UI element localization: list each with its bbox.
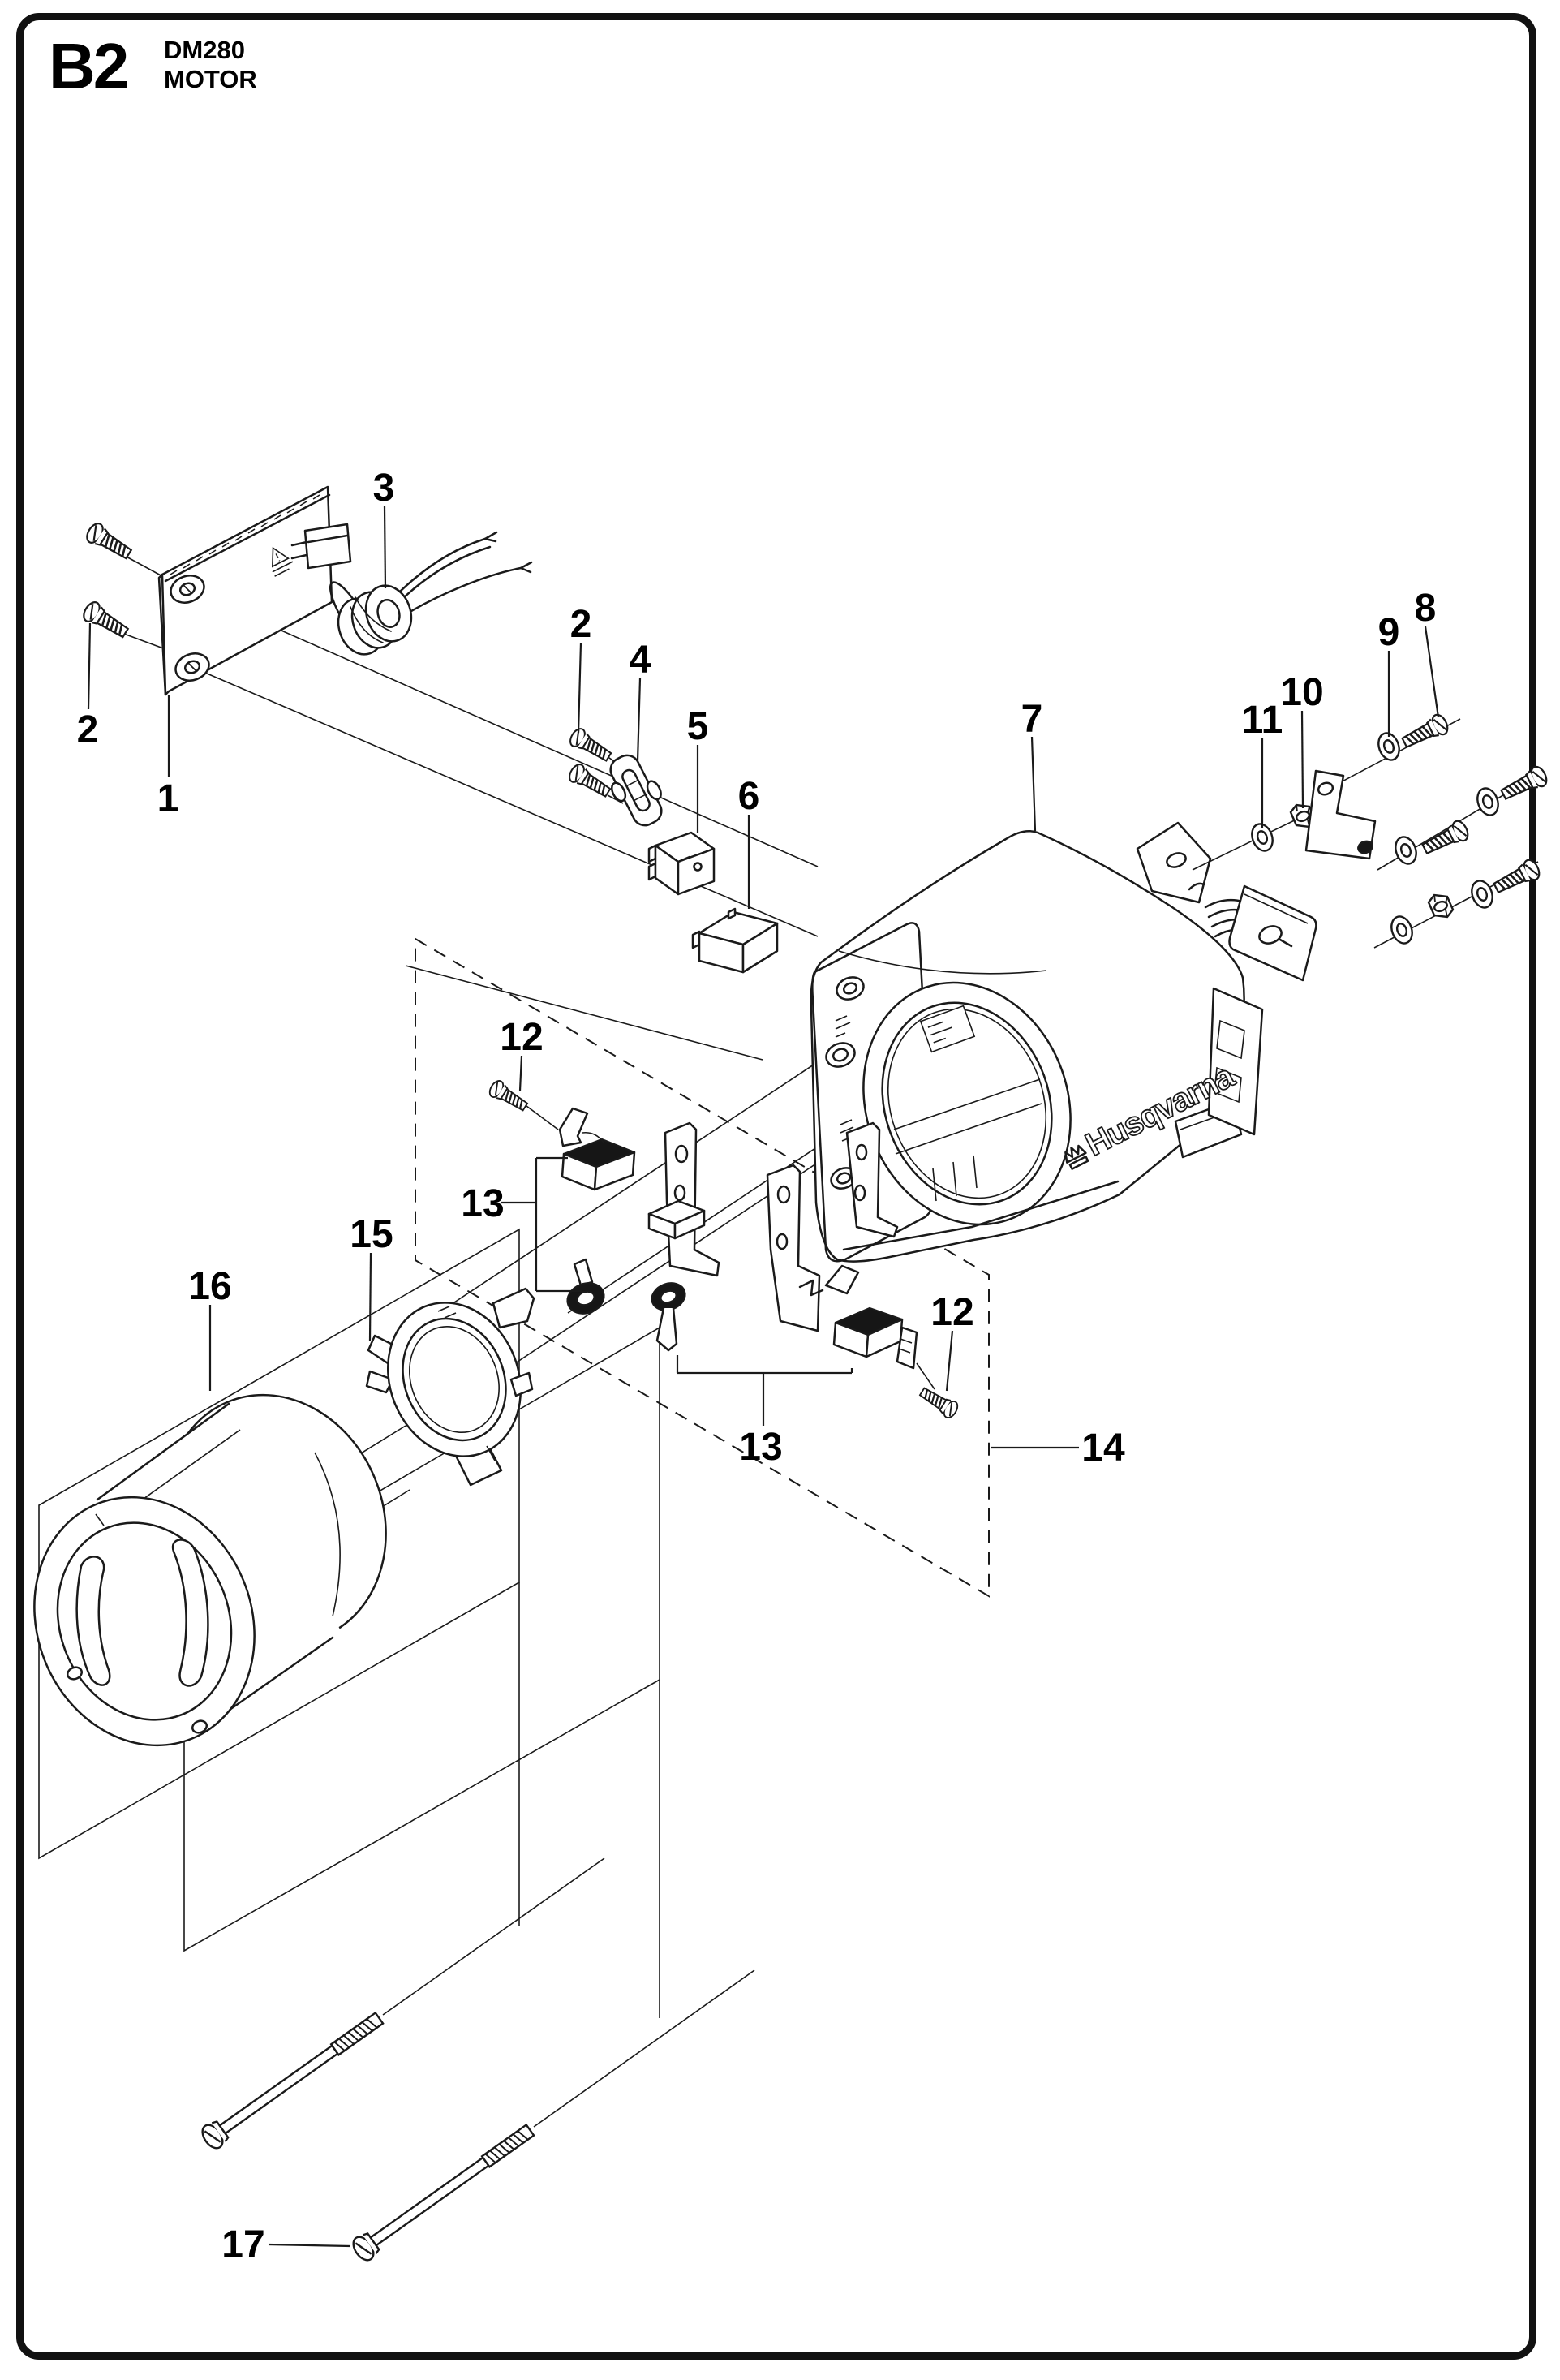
callout-number: 17 (221, 2223, 264, 2266)
part-15-bearing-bracket (365, 1287, 535, 1487)
part-6-capacitor (691, 907, 779, 974)
part-callout-4: 4 (630, 639, 651, 762)
callout-number: 13 (461, 1182, 504, 1225)
part-callout-14: 14 (991, 1427, 1125, 1470)
callout-number: 7 (1021, 698, 1043, 741)
callout-number: 2 (77, 708, 99, 751)
callout-number: 4 (630, 639, 651, 682)
part-5-switch (647, 831, 716, 896)
part-8-screw (1399, 711, 1452, 754)
part-callout-11: 11 (1242, 699, 1283, 828)
callout-number: 5 (687, 705, 709, 748)
page-title: MOTOR (164, 65, 257, 93)
part-callout-5: 5 (687, 705, 709, 833)
part-callout-13: 13 (461, 1156, 582, 1293)
part-12-screw (486, 1077, 531, 1116)
part-13-brush-assembly (486, 1077, 961, 1422)
part-callout-3: 3 (373, 467, 395, 589)
callout-leader-line (518, 1055, 523, 1091)
part-callout-7: 7 (1021, 698, 1043, 832)
part-callout-1: 1 (157, 695, 179, 820)
part-callout-9: 9 (1378, 611, 1400, 737)
part-callout-10: 10 (1280, 671, 1324, 809)
part-callout-17: 17 (221, 2223, 351, 2266)
page-section-code: B2 (49, 30, 129, 102)
callout-number: 16 (188, 1265, 231, 1308)
callout-leader-line (577, 642, 582, 734)
page-border (16, 13, 1536, 2360)
plate-connector (290, 523, 352, 570)
callout-leader-line (87, 622, 92, 710)
callout-leader-line (1424, 626, 1440, 718)
callout-leader-line (636, 678, 642, 762)
part-12-screw (916, 1383, 961, 1422)
part-callout-15: 15 (350, 1213, 393, 1341)
part-1-cover-plate (157, 485, 352, 696)
part-2-screws-middle (565, 725, 615, 803)
callout-number: 9 (1378, 611, 1400, 654)
part-callout-8: 8 (1415, 587, 1440, 718)
part-callout-6: 6 (738, 775, 760, 909)
callout-number: 14 (1081, 1427, 1125, 1470)
part-4-clamp-plate (609, 754, 663, 827)
callout-number: 12 (500, 1016, 543, 1059)
callout-number: 11 (1242, 699, 1283, 742)
part-17-bolts (197, 1857, 755, 2266)
part-callout-13: 13 (676, 1355, 853, 1469)
part-3-wiring-grommet (329, 531, 533, 656)
part-2-screws-left (80, 519, 135, 643)
callout-number: 1 (157, 777, 179, 820)
part-7-motor-housing: Husqvarna (810, 821, 1317, 1263)
part-callout-12: 12 (930, 1291, 974, 1392)
callout-leader-line (1030, 736, 1037, 832)
callout-leader-line (1300, 710, 1304, 809)
callout-number: 13 (739, 1426, 782, 1469)
callout-number: 6 (738, 775, 760, 818)
warning-icon (271, 546, 294, 577)
callout-number: 10 (1280, 671, 1323, 714)
callout-leader-line (945, 1330, 954, 1392)
callout-leader-line (368, 1252, 372, 1341)
callout-number: 15 (350, 1213, 393, 1256)
callout-number: 3 (373, 467, 395, 510)
part-callout-16: 16 (188, 1265, 232, 1391)
callout-number: 12 (930, 1291, 973, 1334)
callout-leader-line (268, 2243, 351, 2248)
ground-bracket (1304, 769, 1377, 860)
callout-number: 2 (570, 603, 592, 646)
crown-icon (1064, 1144, 1089, 1170)
part-16-stator (33, 1393, 387, 1747)
callout-number: 8 (1415, 587, 1437, 630)
part-callout-2: 2 (77, 622, 99, 751)
part-callout-12: 12 (500, 1016, 544, 1091)
kit-boundary-dashed-box (415, 937, 990, 1598)
part-callout-2: 2 (570, 603, 592, 734)
page-model-label: DM280 (164, 36, 245, 64)
fastener-group-right (1192, 711, 1551, 949)
